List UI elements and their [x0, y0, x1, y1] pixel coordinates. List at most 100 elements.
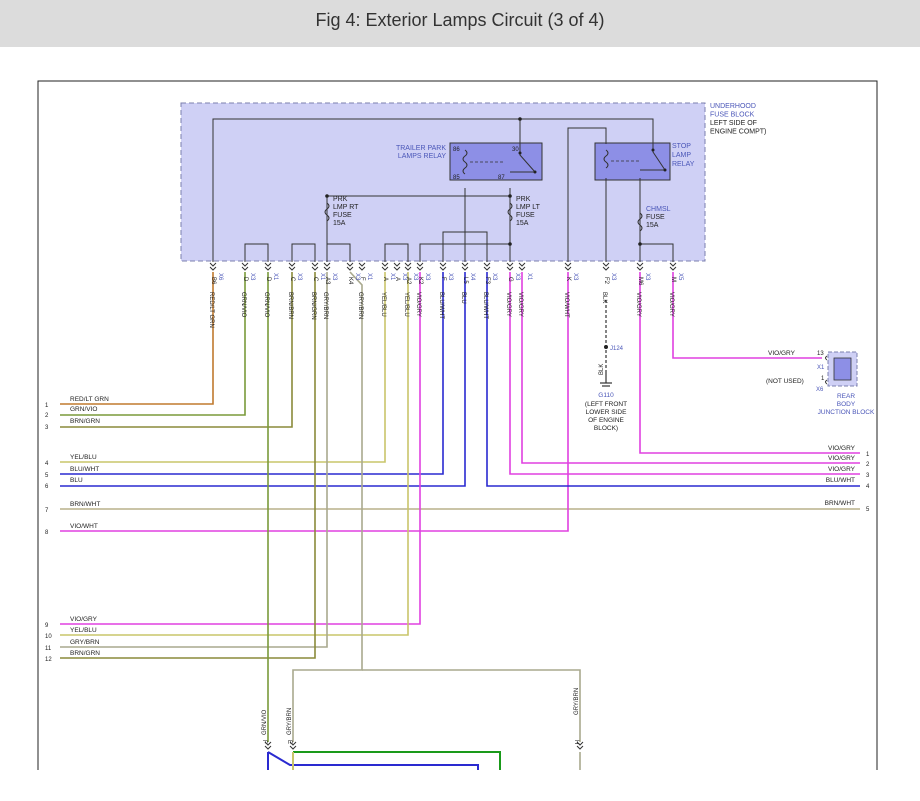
relay-contact-dot — [533, 170, 537, 174]
terminal-chevron — [564, 262, 572, 267]
trailer-relay-label: LAMPS RELAY — [398, 153, 446, 160]
terminal-pin: F2 — [603, 277, 609, 285]
terminal-chevron — [602, 262, 610, 267]
terminal-connector: X1 — [319, 273, 325, 281]
bottom-connector-pin: F — [261, 740, 267, 744]
left-output-number: 12 — [45, 657, 52, 663]
left-output-number: 7 — [45, 508, 49, 514]
wire-yel-blu — [60, 272, 409, 636]
left-output-number: 10 — [45, 634, 52, 640]
left-output-number: 11 — [45, 646, 52, 652]
terminal-chevron — [264, 266, 272, 271]
terminal-connector: X3 — [354, 273, 360, 281]
bottom-connector-chevron — [289, 745, 297, 750]
terminal-chevron — [241, 262, 249, 267]
wire-label: VIO/GRY — [505, 292, 511, 317]
terminal-connector: X3 — [249, 273, 255, 281]
ground-location: BLOCK) — [594, 425, 618, 432]
bus-line — [567, 127, 607, 262]
wire-brn-grn — [60, 272, 293, 428]
ground-id: G110 — [598, 392, 614, 399]
terminal-pin: F — [359, 277, 365, 281]
wire-vio-gry — [672, 272, 822, 359]
left-output-number: 6 — [45, 484, 49, 490]
fuse-label: FUSE — [516, 212, 535, 219]
fuse-symbol — [324, 202, 330, 222]
rear-connector: X1 — [817, 365, 825, 371]
wire-label: VIO/GRY — [635, 292, 641, 317]
terminal-chevron — [381, 262, 389, 267]
stop-lamp-relay — [594, 142, 671, 181]
terminal-pin: A — [394, 277, 400, 281]
right-output-number: 5 — [866, 507, 870, 513]
left-output-label: GRY/BRN — [70, 639, 100, 646]
junction-dot — [638, 242, 642, 246]
left-output-number: 4 — [45, 461, 49, 467]
terminal-pin: K — [565, 277, 571, 281]
wire-label: RED/LT GRN — [208, 292, 214, 328]
fuse-block-label: LEFT SIDE OF — [710, 120, 757, 127]
jumper-loop — [244, 243, 269, 262]
left-output-label: BLU — [70, 477, 83, 484]
jumper-loop — [442, 231, 488, 262]
junction-module — [833, 357, 852, 381]
wire-blu-bottom — [267, 751, 479, 770]
left-output-label: YEL/BLU — [70, 627, 97, 634]
terminal-pin: C — [312, 277, 318, 282]
trailer-park-relay — [449, 142, 543, 181]
wire-label: VIO/GRY — [517, 292, 523, 317]
terminal-chevron — [439, 262, 447, 267]
left-output-number: 5 — [45, 473, 49, 479]
wire-label: GRY/BRN — [357, 292, 363, 319]
relay-pin-label: 30 — [512, 147, 519, 153]
terminal-connector: X3 — [610, 273, 616, 281]
terminal-chevron — [311, 262, 319, 267]
wire-label: GRN/VIO — [240, 292, 246, 318]
right-output-label: VIO/GRY — [828, 455, 856, 462]
terminal-connector: X3 — [331, 273, 337, 281]
junction-dot — [508, 242, 512, 246]
wire-label: GRY/BRN — [574, 688, 580, 715]
wire-vio-gry — [509, 272, 860, 475]
terminal-pin: D — [265, 277, 271, 282]
terminal-chevron — [518, 266, 526, 271]
relay-pin-label: 85 — [453, 175, 460, 181]
stop-relay-label: RELAY — [672, 161, 695, 168]
terminal-connector: X3 — [412, 273, 418, 281]
terminal-pin: M — [670, 277, 676, 282]
wire-label: GRN/VIO — [263, 292, 269, 318]
ground-wire-label: BLK — [599, 364, 605, 375]
terminal-connector: X3 — [491, 273, 497, 281]
splice-label: J124 — [610, 346, 624, 352]
wire-blu-wht — [486, 272, 860, 487]
relay-pivot — [651, 148, 655, 152]
terminal-chevron — [404, 266, 412, 271]
terminal-chevron — [439, 266, 447, 271]
trailer-relay-label: TRAILER PARK — [396, 145, 446, 152]
jumper-loop — [419, 243, 510, 262]
terminal-chevron — [483, 266, 491, 271]
terminal-connector: X1 — [366, 273, 372, 281]
wire-vio-gry — [521, 272, 860, 464]
terminal-connector: X1 — [526, 273, 532, 281]
terminal-pin: M6 — [637, 277, 643, 286]
wire-yel-blu — [60, 272, 386, 463]
terminal-chevron — [323, 266, 331, 271]
wire-red-lt-grn — [60, 272, 214, 405]
fuse-label: PRK — [333, 196, 348, 203]
rear-pin: 13 — [817, 351, 824, 357]
figure-header — [0, 0, 920, 47]
terminal-connector: X3 — [424, 273, 430, 281]
terminal-connector: X3 — [447, 273, 453, 281]
right-output-number: 3 — [866, 473, 870, 479]
fuse-label: 15A — [333, 220, 346, 227]
terminal-chevron — [209, 262, 217, 267]
wire-label: VIO/GRY — [668, 292, 674, 317]
terminal-pin: D — [242, 277, 248, 282]
wire-brn-grn — [60, 272, 316, 659]
stop-relay-label: STOP — [672, 143, 691, 150]
terminal-chevron — [346, 266, 354, 271]
fuse-label: LMP RT — [333, 204, 359, 211]
wire-vio-gry — [60, 272, 421, 625]
terminal-chevron — [636, 262, 644, 267]
